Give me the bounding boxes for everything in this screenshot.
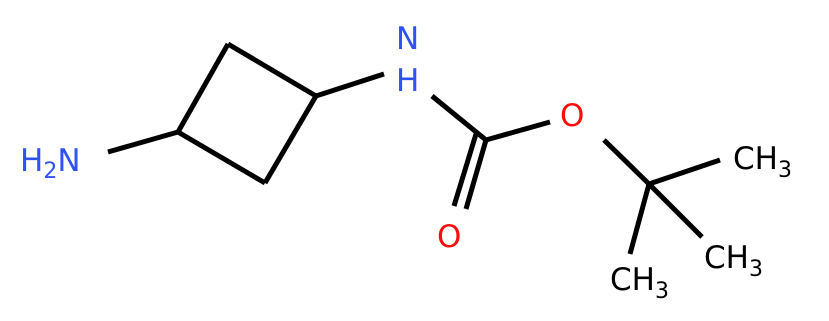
amine-label: H2N: [20, 143, 81, 184]
bond-cq-methyl1: [648, 157, 721, 187]
bond-ring-nh2: [107, 129, 179, 155]
bond-carbonyl-double-a: [463, 139, 489, 210]
bond-cq-methyl2: [647, 182, 704, 239]
bond-oester-cq: [602, 138, 651, 186]
bond-ring-right: [262, 94, 319, 185]
amine-h-subscript: 2: [43, 159, 57, 184]
bond-ring-left: [175, 42, 231, 134]
methyl-2-ch: CH: [704, 240, 749, 276]
methyl-2-label: CH3: [704, 240, 763, 282]
bond-cq-methyl3: [627, 183, 652, 255]
methyl-3-ch: CH: [610, 262, 655, 298]
ester-o-label: O: [560, 98, 584, 134]
methyl-1-label: CH3: [733, 141, 792, 183]
methyl-2-subscript: 3: [749, 257, 763, 282]
amine-n: N: [57, 143, 80, 179]
bond-carbonyl-oester: [485, 119, 551, 143]
methyl-3-subscript: 3: [655, 279, 669, 304]
methyl-3-label: CH3: [610, 262, 669, 304]
methyl-1-ch: CH: [733, 141, 778, 177]
bond-carbonyl-double-b: [451, 133, 479, 207]
amide-n-label: N: [396, 21, 419, 57]
bond-ring-nh: [315, 71, 385, 99]
carbonyl-o-label: O: [437, 219, 461, 255]
cyclobutane-ring: [175, 41, 319, 186]
bond-ring-top: [226, 41, 318, 99]
methyl-1-subscript: 3: [778, 158, 792, 183]
bond-ring-bottom: [176, 129, 267, 186]
amide-h-label: H: [396, 63, 419, 99]
bond-nh-carbonyl: [430, 94, 488, 142]
amine-h: H: [20, 143, 43, 179]
